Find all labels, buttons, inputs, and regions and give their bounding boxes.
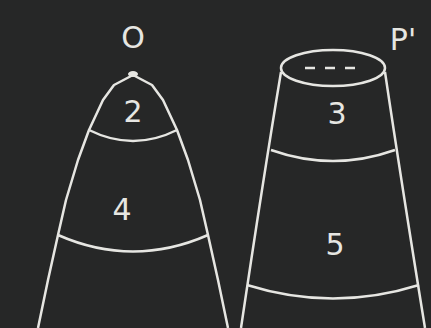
band-number-text: 2 — [119, 97, 146, 127]
figure-label: P' — [390, 25, 416, 55]
band-number-text: 3 — [323, 99, 350, 129]
truncated-cone: P' 3 5 — [233, 0, 431, 328]
band-number: 5 — [321, 227, 348, 263]
band-number: 3 — [323, 96, 350, 132]
band-number: 4 — [108, 192, 135, 228]
band-number-text: 5 — [321, 230, 348, 260]
band-number: 2 — [119, 94, 146, 130]
figure-label: O — [121, 23, 145, 53]
band-number-text: 4 — [108, 195, 135, 225]
cone-surface: O 2 4 — [30, 0, 230, 328]
